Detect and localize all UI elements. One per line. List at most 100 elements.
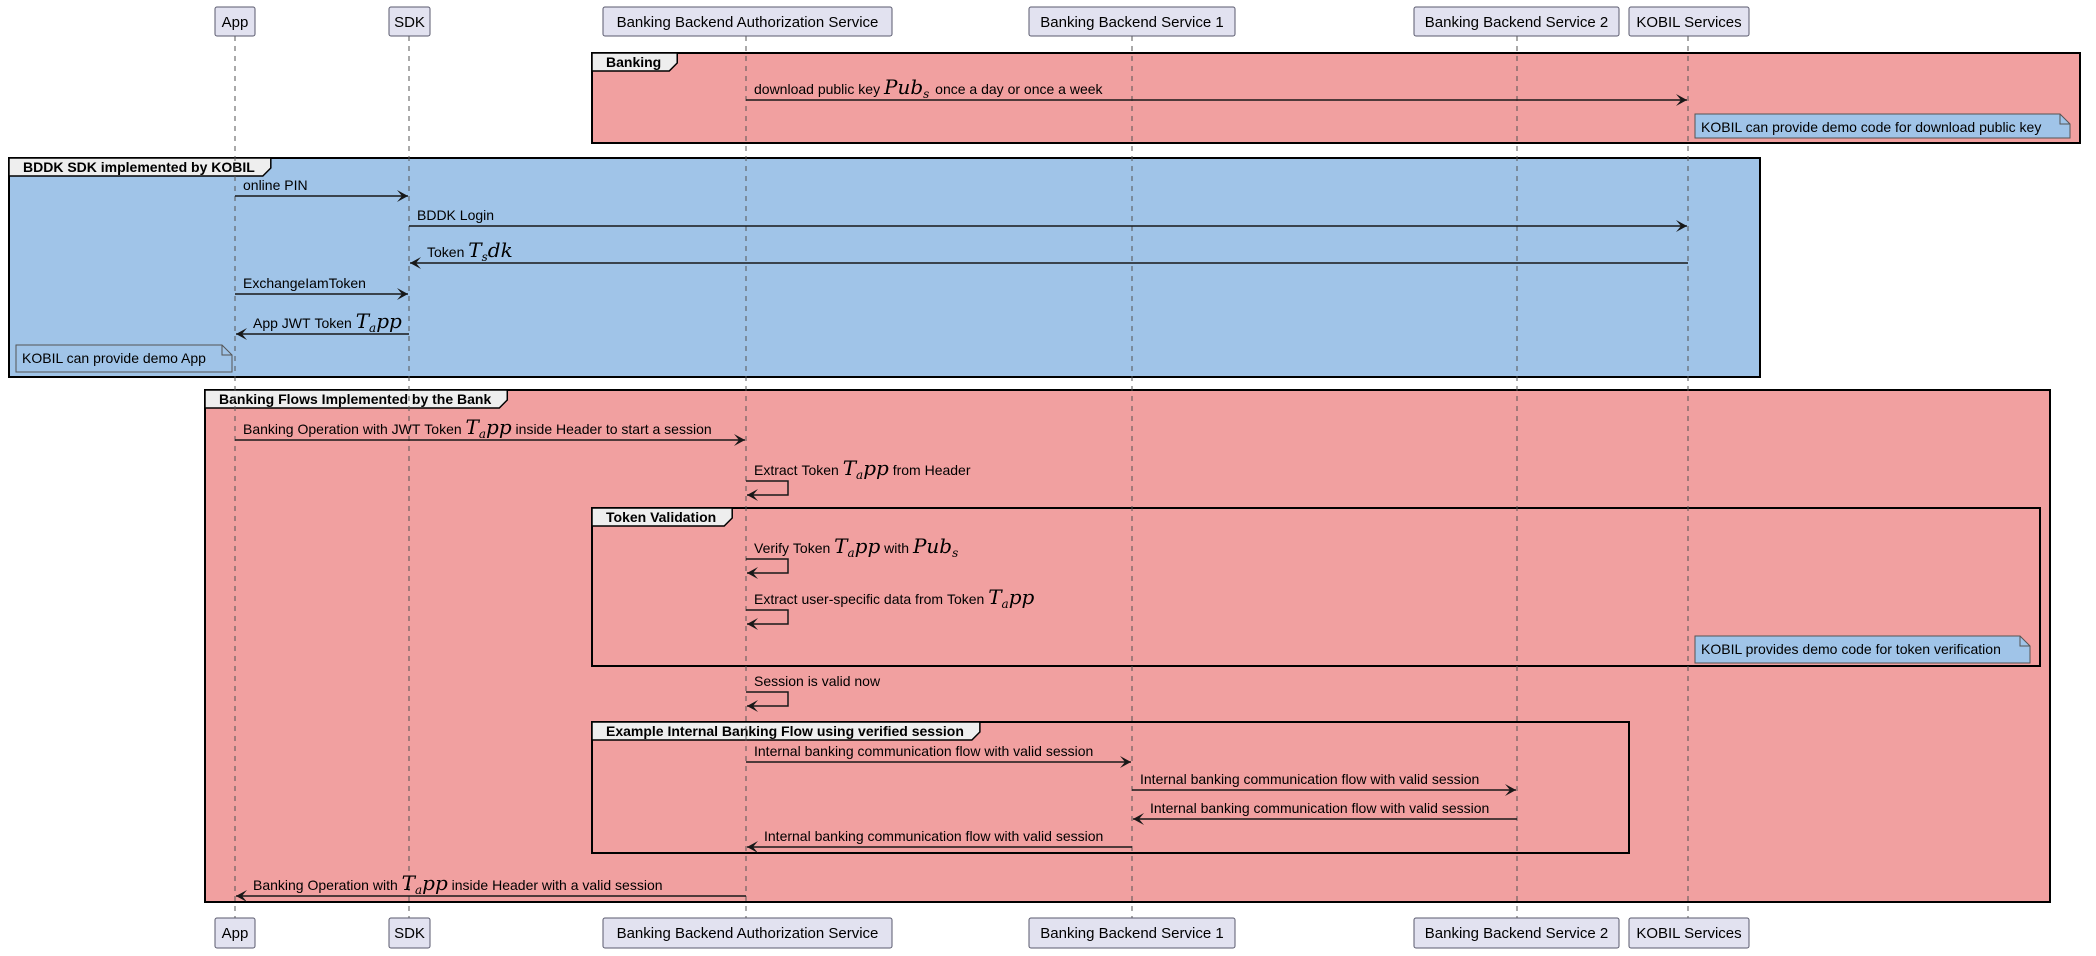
note-text: KOBIL can provide demo code for download… [1701,119,2041,135]
message-label: App JWT Token Tapp [253,309,402,335]
participant-label: Banking Backend Service 1 [1040,925,1223,942]
arrowhead [747,841,758,853]
group-frame: BDDK SDK implemented by KOBIL [8,157,1761,378]
arrowhead [1505,784,1516,796]
participant-label: Banking Backend Authorization Service [617,925,879,942]
group-label: Example Internal Banking Flow using veri… [606,723,964,739]
math-symbol [958,534,960,558]
math-symbol: T [468,238,483,262]
group-label: Banking [606,54,661,70]
math-symbol: T [356,309,371,333]
participant-footer: App [214,917,256,949]
message: Internal banking communication flow with… [746,743,1131,768]
participant-box [1028,917,1236,949]
message-text: online PIN [243,177,308,193]
message: Internal banking communication flow with… [1132,771,1516,796]
participant-box [1628,917,1750,949]
participant-label: App [222,925,249,942]
message: Banking Operation with JWT Token Tapp in… [235,415,745,446]
message-text: inside Header to start a session [512,421,712,437]
participant-label: Banking Backend Service 2 [1425,925,1608,942]
message-label: Banking Operation with JWT Token Tapp in… [243,415,712,441]
math-symbol: pp [855,534,881,558]
note-box [15,344,233,373]
message: Internal banking communication flow with… [747,828,1132,853]
participant-box [1413,6,1620,37]
math-symbol: T [988,585,1003,609]
message-text: Verify Token [754,540,834,556]
group-frame-box [8,157,1761,378]
self-message-loop [746,609,789,625]
participant-footer: KOBIL Services [1628,917,1750,949]
group-frame: Banking [591,52,2081,144]
math-symbol: T [466,415,481,439]
math-subscript: s [923,87,929,101]
note-box [1694,635,2031,664]
note: KOBIL can provide demo code for download… [1694,113,2071,139]
math-symbol: pp [863,456,889,480]
group-label: Token Validation [606,509,716,525]
message-label: Session is valid now [754,673,881,689]
participant-label: KOBIL Services [1636,14,1741,31]
note: KOBIL can provide demo App [15,344,233,373]
participant-header: KOBIL Services [1628,6,1750,37]
message: Session is valid now [746,673,881,712]
group-header-tab [591,52,678,72]
math-symbol: T [402,871,417,895]
math-subscript: a [369,321,376,335]
math-subscript: a [856,468,863,482]
participant-box [602,917,893,949]
message-text: Internal banking communication flow with… [764,828,1103,844]
participant-label: SDK [394,14,425,31]
message-label: online PIN [243,177,308,193]
message: Banking Operation with Tapp inside Heade… [236,871,746,902]
message-label: Token Tsdk [427,238,513,264]
message: BDDK Login [409,207,1687,232]
math-symbol: pp [376,309,402,333]
message-label: Banking Operation with Tapp inside Heade… [253,871,663,897]
message-text: Extract user-specific data from Token [754,591,988,607]
message: Internal banking communication flow with… [1133,800,1517,825]
arrowhead [747,700,758,712]
participant-label: KOBIL Services [1636,925,1741,942]
group-header-tab [204,389,509,409]
participant-header: Banking Backend Service 1 [1028,6,1236,37]
message-label: ExchangeIamToken [243,275,366,291]
participant-label: Banking Backend Service 1 [1040,14,1223,31]
math-symbol: T [834,534,849,558]
message-label: Internal banking communication flow with… [754,743,1093,759]
message-text: Extract Token [754,462,843,478]
message-label: Extract user-specific data from Token Ta… [754,585,1035,611]
message: App JWT Token Tapp [236,309,409,340]
participant-label: App [222,14,249,31]
note-box [1694,113,2071,139]
message-label: Internal banking communication flow with… [1150,800,1489,816]
math-subscript: a [415,883,422,897]
participant-box [388,917,431,949]
participant-header: Banking Backend Service 2 [1413,6,1620,37]
participant-header: Banking Backend Authorization Service [602,6,893,37]
math-subscript: s [482,250,488,264]
message-label: Verify Token Tapp with Pubs [754,534,960,560]
math-subscript: a [848,546,855,560]
notes-layer: KOBIL can provide demo code for download… [15,113,2071,664]
arrowhead [410,257,421,269]
participant-footer: Banking Backend Authorization Service [602,917,893,949]
participant-box [388,6,431,37]
message-text: once a day or once a week [931,81,1103,97]
message-label: download public key Pubs once a day or o… [754,75,1104,101]
group-header-tab [8,157,272,177]
participant-label: Banking Backend Authorization Service [617,14,879,31]
message-text: Internal banking communication flow with… [754,743,1093,759]
note-fold-corner [2019,636,2030,647]
participant-box [214,6,256,37]
lifelines-layer [234,36,1689,918]
note-text: KOBIL can provide demo App [22,350,206,366]
arrowhead [397,288,408,300]
group-frame-box [591,721,1630,854]
participant-header: App [214,6,256,37]
message: online PIN [235,177,408,202]
group-header-tab [591,721,981,741]
messages-layer: download public key Pubs once a day or o… [235,75,1688,902]
arrowhead [1120,756,1131,768]
